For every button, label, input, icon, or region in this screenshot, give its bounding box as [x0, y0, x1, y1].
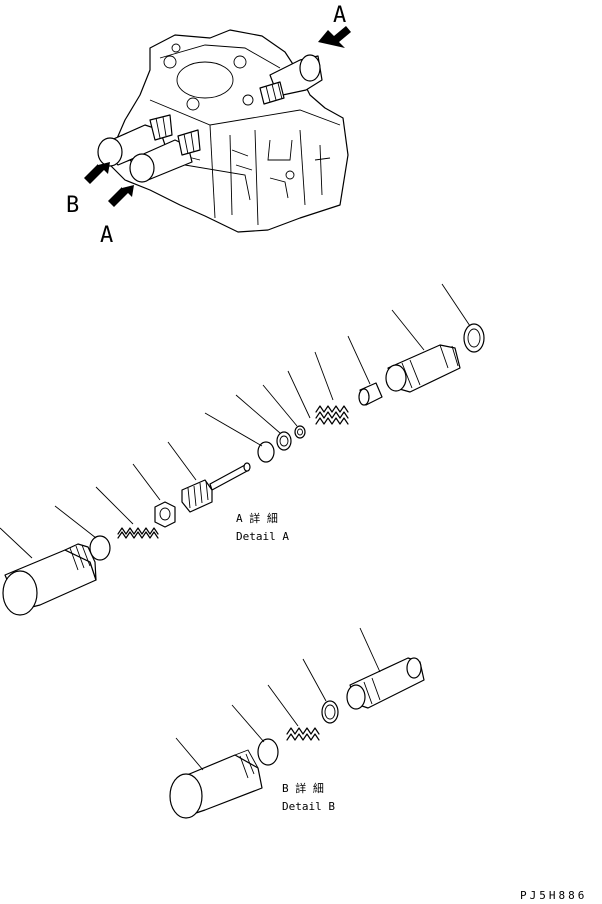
detail-a-plug [2, 543, 97, 616]
leader-a-o-ring-1 [54, 505, 97, 539]
leader-b-plug [175, 737, 204, 771]
detail-a-spring-1 [117, 527, 159, 539]
detail-a-o-ring-2 [257, 441, 275, 463]
leader-a-adjust-screw [167, 441, 197, 481]
detail-a-backup-ring [276, 431, 292, 451]
leader-a-nut [132, 463, 161, 501]
detail-a-spring-2 [315, 405, 349, 425]
detail-a-small-ring [294, 425, 306, 439]
leader-a-seal-ring [441, 283, 471, 327]
figure-code: PJ5H886 [520, 889, 587, 902]
leader-a-spring-1 [95, 486, 134, 525]
detail-a-label-jp: A 詳 細 [236, 511, 278, 525]
arrow-b-icon [84, 162, 110, 184]
detail-a-exploded-view [0, 283, 485, 616]
callout-b: B [66, 193, 79, 218]
leader-a-sleeve [391, 309, 425, 351]
detail-a-poppet [358, 382, 383, 406]
arrow-a-top-icon [318, 26, 351, 48]
detail-b-seal-ring [321, 700, 339, 724]
detail-b-spring [286, 727, 320, 741]
leader-a-poppet [347, 335, 371, 385]
detail-a-label-en: Detail A [236, 530, 289, 543]
detail-b-label-en: Detail B [282, 800, 335, 813]
detail-a-adjust-screw [181, 462, 251, 513]
detail-b-sleeve [346, 657, 425, 710]
relief-valve-cartridge-left-lower [129, 129, 201, 183]
leader-a-spring-3 [314, 351, 334, 401]
leader-b-sleeve [359, 627, 381, 673]
detail-a-o-ring-1 [89, 535, 111, 561]
detail-b-label-jp: B 詳 細 [282, 781, 324, 795]
callout-a-top: A [333, 3, 346, 28]
detail-b-plug [169, 749, 263, 819]
detail-b-o-ring [257, 738, 279, 766]
detail-a-seal-ring [463, 323, 485, 353]
leader-a-spring-2 [287, 370, 311, 419]
leader-a-o-ring-2 [204, 412, 263, 447]
detail-a-sleeve [385, 344, 461, 393]
leader-a-backup-ring [235, 394, 281, 434]
leader-b-o-ring [231, 704, 265, 743]
leader-a-small-ring [262, 384, 298, 427]
detail-b-exploded-view [169, 627, 425, 819]
detail-a-nut [154, 501, 176, 528]
leader-b-spring [267, 684, 299, 727]
leader-b-seal-ring [302, 658, 327, 702]
callout-a-bottom: A [100, 223, 113, 248]
leader-a-plug [0, 527, 33, 559]
arrow-a-bottom-icon [108, 185, 134, 207]
relief-valve-cartridge-top [259, 54, 323, 105]
relief-valve-cartridge-left-upper [97, 114, 173, 167]
